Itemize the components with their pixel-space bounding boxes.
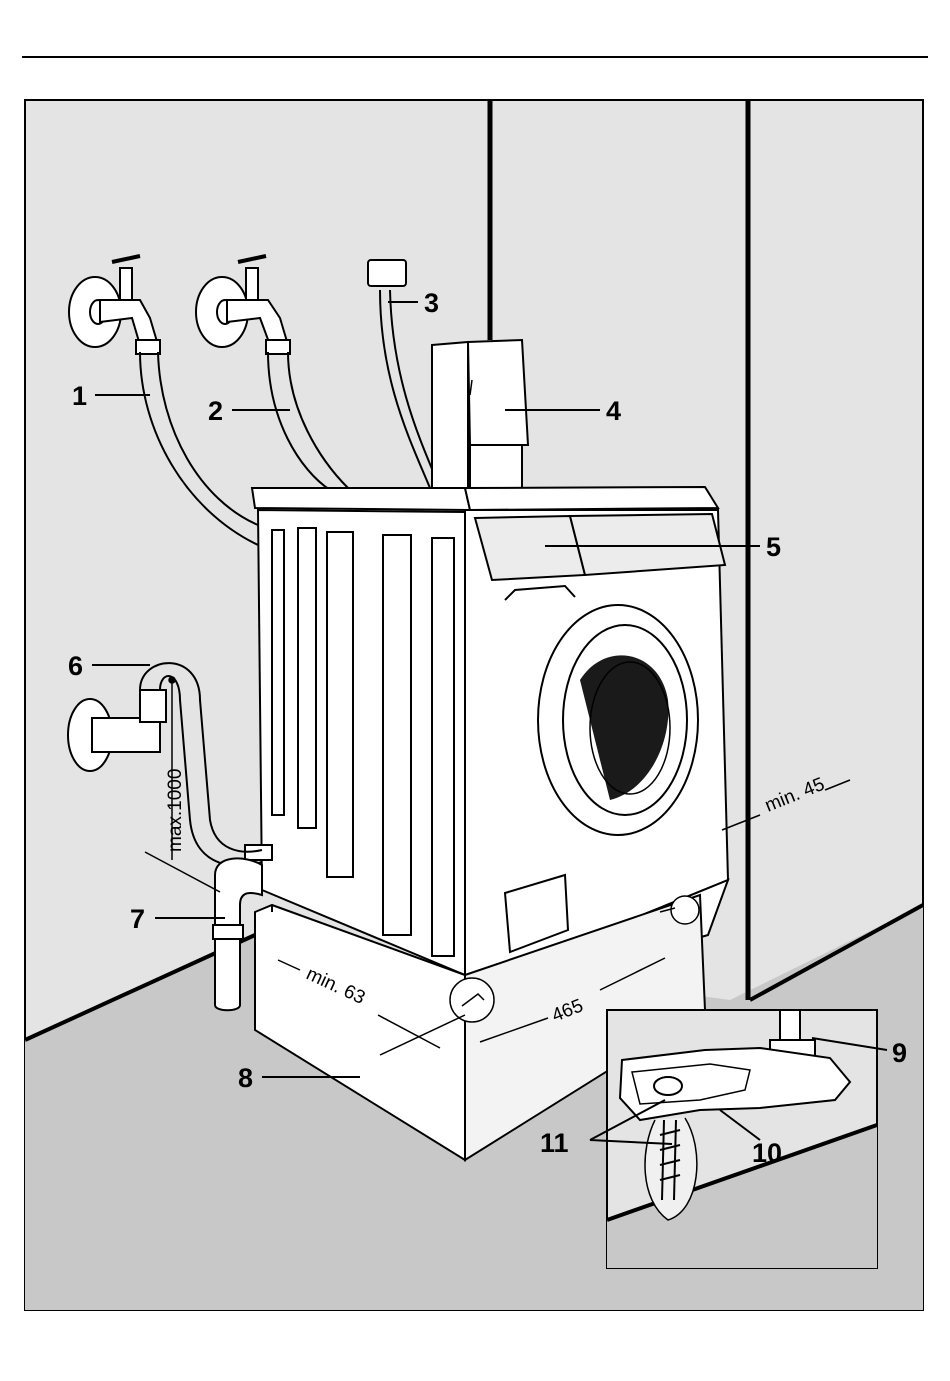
callout-3: 3	[424, 288, 439, 318]
callout-8: 8	[238, 1063, 253, 1093]
callout-7: 7	[130, 904, 145, 934]
callout-9: 9	[892, 1038, 907, 1068]
callout-6: 6	[68, 651, 83, 681]
callout-5: 5	[766, 532, 781, 562]
aquasecure-housing	[432, 340, 528, 490]
callout-10: 10	[752, 1138, 782, 1168]
callout-2: 2	[208, 396, 223, 426]
callout-4: 4	[606, 396, 621, 426]
fixing-detail-inset	[607, 1010, 877, 1268]
callout-1: 1	[72, 381, 87, 411]
callout-11: 11	[540, 1128, 569, 1158]
control-panel	[475, 516, 585, 580]
dimension-max-1000: max.1000	[165, 769, 186, 852]
